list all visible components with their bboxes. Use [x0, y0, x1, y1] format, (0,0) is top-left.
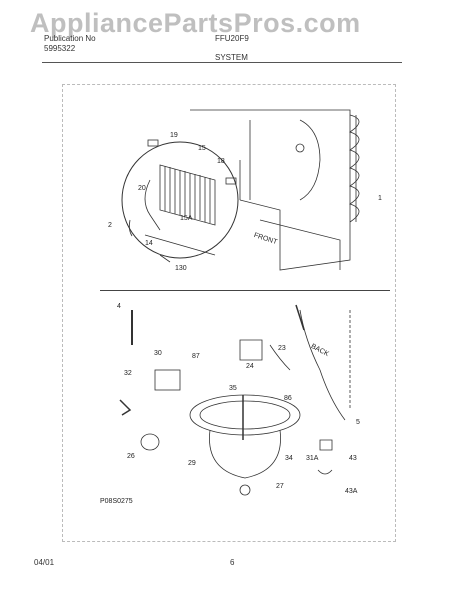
callout-43: 43 — [349, 455, 357, 462]
callout-20: 20 — [138, 185, 146, 192]
evaporator-detail-circle — [121, 141, 239, 259]
callout-35: 35 — [229, 385, 237, 392]
header-rule — [42, 62, 402, 63]
callout-29: 29 — [188, 460, 196, 467]
page-number: 6 — [230, 558, 235, 567]
compressor-loop — [189, 394, 301, 436]
harness-5 — [299, 309, 346, 421]
cabinet-outline — [190, 109, 351, 271]
part-43 — [319, 439, 333, 451]
callout-2: 2 — [108, 222, 112, 229]
condenser-coil — [349, 114, 360, 223]
callout-1: 1 — [378, 195, 382, 202]
callout-24: 24 — [246, 363, 254, 370]
callout-18: 18 — [217, 158, 225, 165]
callout-15: 15 — [198, 145, 206, 152]
callout-4: 4 — [117, 303, 121, 310]
section-title: SYSTEM — [215, 53, 248, 62]
callout-34: 34 — [285, 455, 293, 462]
part-30 — [154, 369, 181, 391]
revision-date: 04/01 — [34, 558, 55, 567]
part-27 — [239, 484, 251, 496]
evaporator-coil — [159, 164, 216, 226]
callout-27: 27 — [276, 483, 284, 490]
callout-30: 30 — [154, 350, 162, 357]
callout-130: 130 — [175, 265, 187, 272]
diagram-frame — [62, 84, 396, 542]
publication-number: 5995322 — [44, 44, 76, 53]
publication-label: Publication No — [44, 34, 96, 43]
callout-32: 32 — [124, 370, 132, 377]
part-26 — [140, 433, 160, 451]
callout-31a: 31A — [306, 455, 319, 462]
callout-23: 23 — [278, 345, 286, 352]
diagram-code: P08S0275 — [100, 498, 133, 505]
section-divider — [100, 290, 390, 291]
callout-15a: 15A — [180, 215, 193, 222]
callout-5: 5 — [356, 419, 360, 426]
part-24 — [239, 339, 263, 361]
compressor-body — [209, 429, 281, 479]
callout-14: 14 — [145, 240, 153, 247]
model-number: FFU20F9 — [215, 34, 249, 43]
callout-26: 26 — [127, 453, 135, 460]
part-18 — [225, 177, 237, 185]
part-19 — [147, 139, 159, 147]
callout-86: 86 — [284, 395, 292, 402]
callout-87: 87 — [192, 353, 200, 360]
callout-43a: 43A — [345, 488, 358, 495]
watermark: AppliancePartsPros.com — [30, 8, 361, 38]
callout-19: 19 — [170, 132, 178, 139]
